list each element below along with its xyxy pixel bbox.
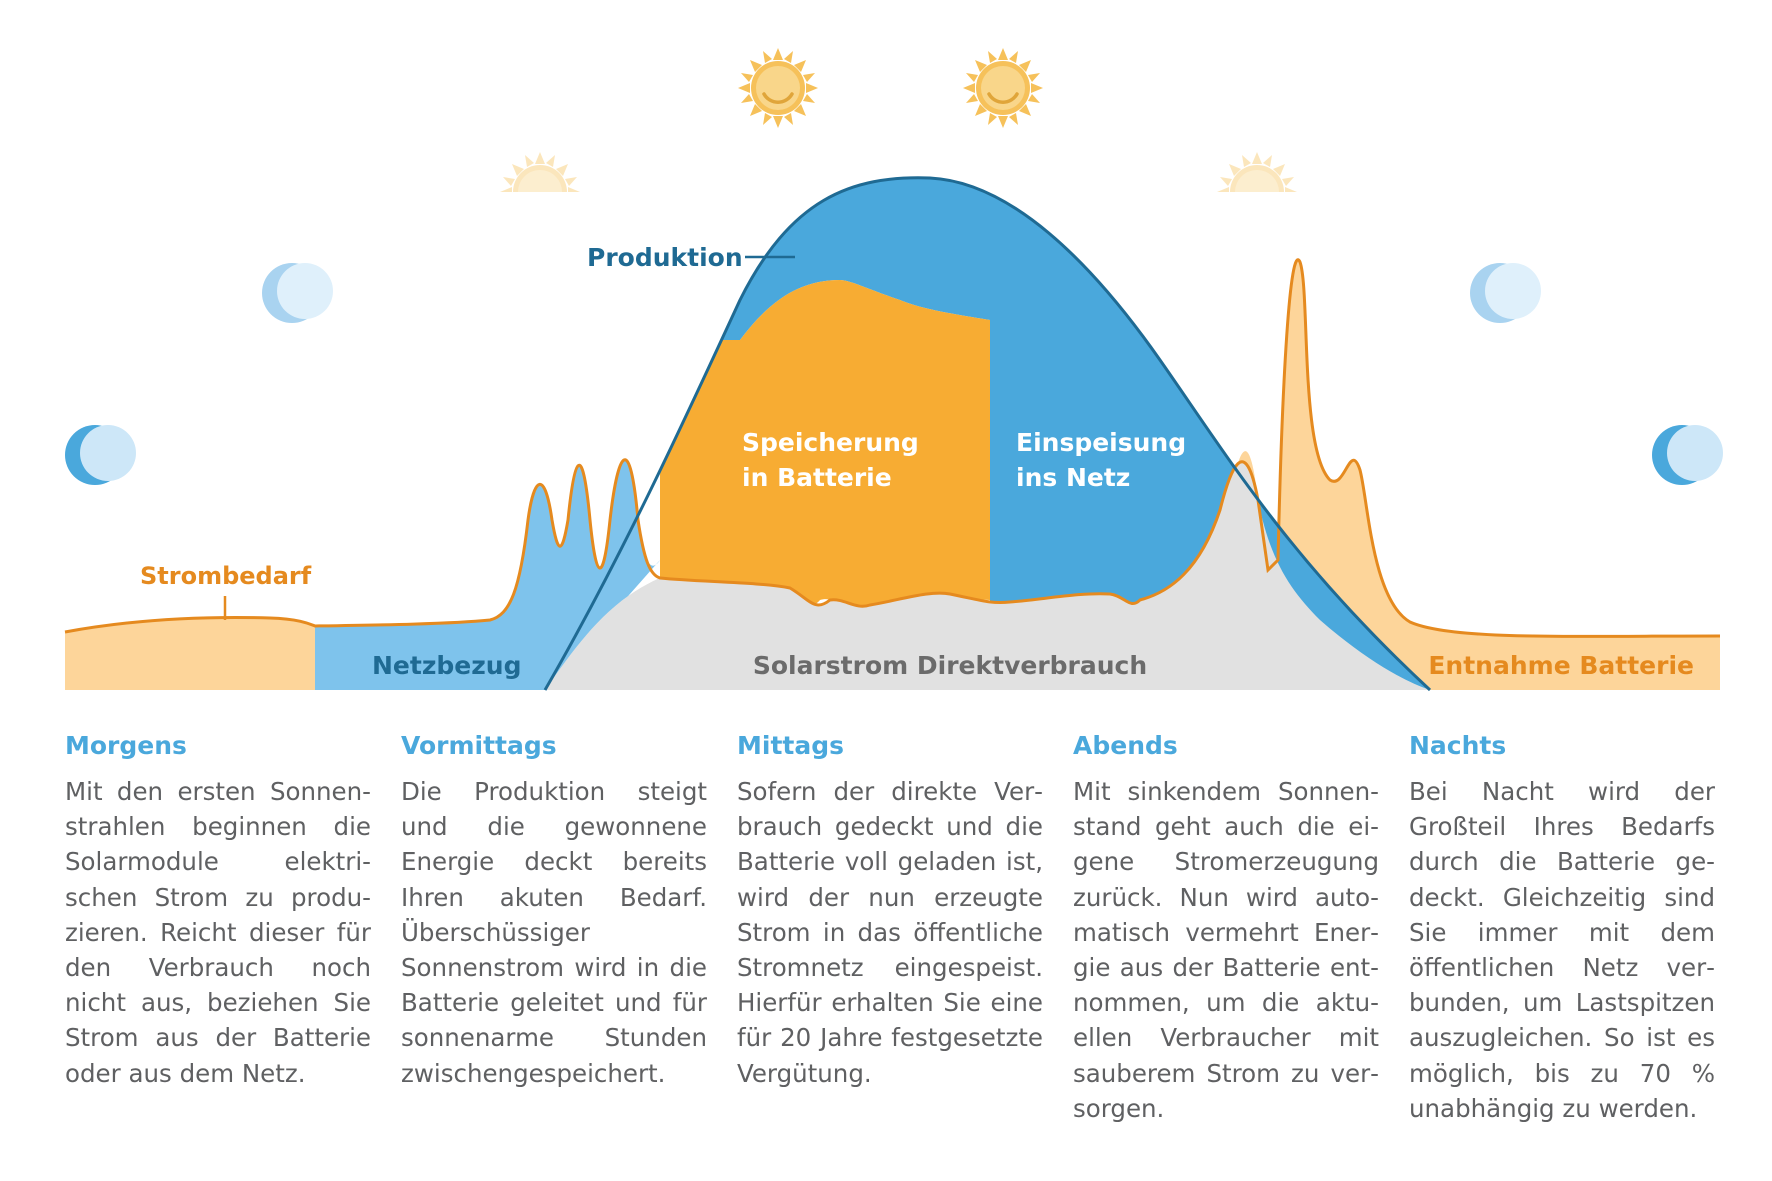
column-nachts: Nachts Bei Nacht wird der Großteil Ihres…	[1409, 730, 1715, 1126]
sun-icon	[498, 150, 582, 192]
description-columns: Morgens Mit den ersten Sonnen­strahlen b…	[65, 730, 1715, 1160]
column-title: Morgens	[65, 731, 187, 760]
sun-icon	[961, 46, 1045, 130]
label-entnahme: Entnahme Batterie	[1428, 651, 1694, 680]
production-line	[543, 176, 1432, 692]
moon-icon	[65, 425, 136, 485]
column-text: Die Produktion steigt und die gewonnene …	[401, 777, 707, 1088]
moon-icon	[1470, 263, 1541, 323]
column-title: Abends	[1073, 731, 1178, 760]
moon-icon	[1652, 425, 1723, 485]
grid-import-area	[315, 459, 660, 690]
energy-flow-diagram: Produktion Strombedarf Speicherung in Ba…	[64, 46, 1723, 692]
column-mittags: Mittags Sofern der direkte Ver­brauch ge…	[737, 730, 1043, 1091]
label-einspeisung-1: Einspeisung	[1016, 428, 1186, 457]
label-netzbezug: Netzbezug	[372, 651, 521, 680]
battery-discharge-area	[1230, 259, 1720, 690]
label-strombedarf: Strombedarf	[140, 562, 312, 590]
label-speicherung-2: in Batterie	[742, 463, 892, 492]
label-speicherung-1: Speicherung	[742, 428, 919, 457]
label-direktverbrauch: Solarstrom Direktverbrauch	[753, 651, 1147, 680]
column-morgens: Morgens Mit den ersten Sonnen­strahlen b…	[65, 730, 371, 1091]
morning-demand-area	[65, 617, 315, 690]
sun-icon	[736, 46, 820, 130]
column-text: Mit den ersten Sonnen­strahlen beginnen …	[65, 777, 371, 1088]
column-vormittags: Vormittags Die Produktion steigt und die…	[401, 730, 707, 1091]
label-einspeisung-2: ins Netz	[1016, 463, 1130, 492]
column-text: Bei Nacht wird der Großteil Ihres Bedarf…	[1409, 777, 1715, 1123]
moon-icon	[262, 263, 333, 323]
column-title: Nachts	[1409, 731, 1507, 760]
column-abends: Abends Mit sinkendem Sonnen­stand geht a…	[1073, 730, 1379, 1126]
column-title: Mittags	[737, 731, 844, 760]
column-title: Vormittags	[401, 731, 557, 760]
sun-icon	[1215, 150, 1299, 192]
label-produktion: Produktion	[587, 243, 743, 272]
column-text: Sofern der direkte Ver­brauch gedeckt un…	[737, 777, 1043, 1088]
column-text: Mit sinkendem Sonnen­stand geht auch die…	[1073, 777, 1379, 1123]
direct-consumption-overlay	[545, 461, 1430, 690]
demand-line	[64, 258, 1721, 638]
